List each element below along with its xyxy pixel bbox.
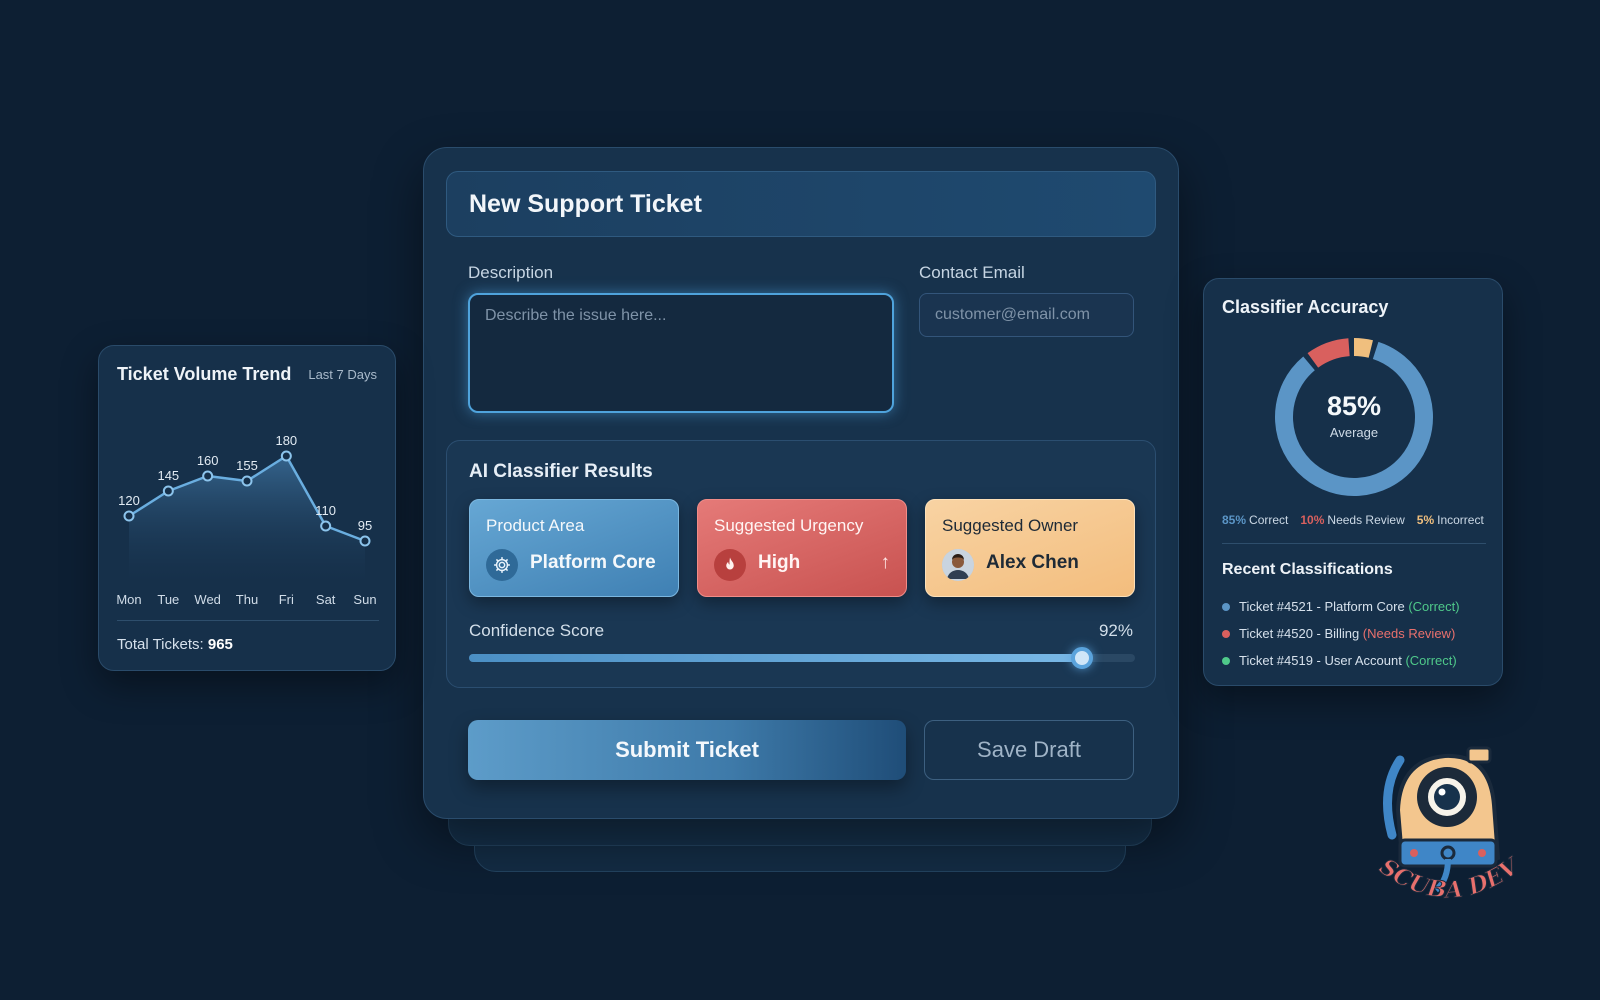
page-title: New Support Ticket	[469, 189, 702, 218]
status-dot	[1222, 629, 1230, 638]
donut-segment-correct	[1275, 337, 1433, 496]
classifier-accuracy-card: Classifier Accuracy 85% Average 85%Corre…	[1203, 278, 1503, 686]
new-ticket-card: New Support Ticket Description Contact E…	[423, 147, 1179, 819]
trend-data-label: 155	[236, 458, 258, 473]
owner-value: Alex Chen	[986, 552, 1079, 573]
gear-icon	[486, 549, 518, 581]
status-badge: (Correct)	[1401, 653, 1457, 668]
confidence-value: 92%	[1098, 621, 1133, 640]
legend-item: 10%Needs Review	[1300, 513, 1404, 527]
trend-tick-label: Sat	[316, 592, 336, 607]
trend-point	[241, 475, 253, 487]
trend-area	[129, 456, 365, 584]
accuracy-donut	[1275, 337, 1433, 496]
recent-list: Ticket #4521 - Platform Core (Correct)Ti…	[1222, 593, 1460, 674]
trend-point	[320, 520, 332, 532]
legend-item: 85%Correct	[1222, 513, 1288, 527]
status-badge: (Correct)	[1404, 599, 1460, 614]
total-value: 965	[207, 636, 233, 653]
product-area-card[interactable]: Product Area Platform Core	[469, 499, 679, 597]
trend-tick-label: Thu	[236, 592, 258, 607]
recent-title: Recent Classifications	[1222, 561, 1393, 578]
status-dot	[1222, 656, 1230, 665]
divider	[1222, 543, 1486, 544]
urgency-value: High	[758, 552, 801, 573]
trend-point	[280, 450, 292, 462]
legend-label: Correct	[1249, 513, 1289, 527]
trend-data-label: 120	[118, 493, 140, 508]
trend-data-label: 145	[157, 468, 179, 483]
legend-percent: 10%	[1300, 513, 1325, 527]
urgency-label: Suggested Urgency	[714, 516, 864, 535]
trend-title: Ticket Volume Trend	[117, 364, 292, 384]
donut-segment-incorrect	[1275, 338, 1433, 496]
accuracy-legend: 85%Correct 10%Needs Review 5%Incorrect	[1222, 513, 1484, 527]
trend-tick-label: Fri	[279, 592, 294, 607]
legend-label: Needs Review	[1327, 513, 1405, 527]
list-item[interactable]: Ticket #4521 - Platform Core (Correct)	[1222, 593, 1460, 620]
trend-data-label: 160	[197, 453, 219, 468]
classification-text: Ticket #4521 - Platform Core	[1239, 599, 1405, 614]
trend-data-label: 95	[358, 518, 372, 533]
trend-point	[202, 470, 214, 482]
legend-percent: 85%	[1222, 513, 1247, 527]
legend-item: 5%Incorrect	[1417, 513, 1484, 527]
trend-data-label: 110	[315, 503, 336, 518]
legend-label: Incorrect	[1437, 513, 1484, 527]
trend-tick-label: Sun	[353, 592, 376, 607]
email-field[interactable]	[919, 293, 1134, 337]
product-area-value: Platform Core	[530, 552, 656, 573]
avatar	[942, 549, 974, 581]
arrow-up-icon: ↑	[880, 552, 891, 573]
classifier-title: AI Classifier Results	[469, 461, 653, 482]
trend-tick-label: Tue	[157, 592, 179, 607]
submit-ticket-button[interactable]: Submit Ticket	[468, 720, 906, 780]
legend-percent: 5%	[1416, 513, 1435, 527]
status-badge: (Needs Review)	[1359, 626, 1456, 641]
divider	[117, 620, 379, 621]
list-item[interactable]: Ticket #4519 - User Account (Correct)	[1222, 647, 1460, 674]
card-header: New Support Ticket	[446, 171, 1156, 237]
description-input[interactable]	[468, 293, 894, 413]
owner-card[interactable]: Suggested Owner Alex Chen	[925, 499, 1135, 597]
trend-data-label: 180	[275, 433, 297, 448]
classification-text: Ticket #4519 - User Account	[1239, 653, 1402, 668]
donut-label: Average	[1329, 425, 1379, 440]
accuracy-title: Classifier Accuracy	[1222, 297, 1389, 317]
product-area-label: Product Area	[486, 516, 585, 535]
total-tickets: Total Tickets: 965	[117, 636, 233, 653]
trend-point	[123, 510, 135, 522]
urgency-card[interactable]: Suggested Urgency High ↑	[697, 499, 907, 597]
donut-value: 85%	[1326, 391, 1382, 421]
owner-label: Suggested Owner	[942, 516, 1079, 535]
diving-helmet-icon: SCUBA DEV	[1374, 746, 1526, 905]
description-label: Description	[468, 263, 554, 282]
trend-point	[359, 535, 371, 547]
list-item[interactable]: Ticket #4520 - Billing (Needs Review)	[1222, 620, 1460, 647]
flame-icon	[714, 549, 746, 581]
classifier-panel: AI Classifier Results Product Area Platf…	[446, 440, 1156, 688]
trend-tick-label: Mon	[116, 592, 141, 607]
trend-tick-label: Wed	[194, 592, 221, 607]
total-label: Total Tickets:	[117, 636, 204, 653]
confidence-slider[interactable]	[469, 647, 1135, 669]
confidence-fill	[469, 654, 1082, 662]
classification-text: Ticket #4520 - Billing	[1239, 626, 1360, 641]
confidence-label: Confidence Score	[469, 621, 605, 640]
email-label: Contact Email	[919, 263, 1025, 282]
save-draft-button[interactable]: Save Draft	[924, 720, 1134, 780]
confidence-thumb[interactable]	[1070, 647, 1093, 669]
trend-point	[162, 485, 174, 497]
trend-range: Last 7 Days	[308, 367, 377, 382]
status-dot	[1222, 602, 1230, 611]
